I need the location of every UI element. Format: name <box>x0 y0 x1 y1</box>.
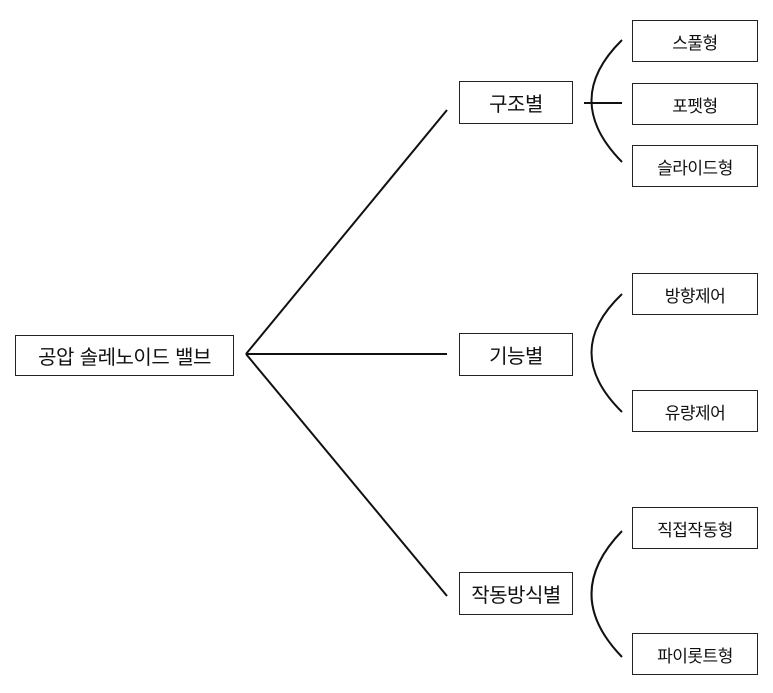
category-node-operation: 작동방식별 <box>459 572 573 615</box>
category-node-structure: 구조별 <box>459 81 573 124</box>
bracket-function <box>590 293 623 413</box>
connector-root-to-operation <box>245 353 448 597</box>
category-label: 기능별 <box>489 344 543 368</box>
leaf-node-slide: 슬라이드형 <box>632 145 758 187</box>
category-label: 작동방식별 <box>471 583 561 607</box>
bracket-structure <box>590 39 623 163</box>
leaf-label: 직접작동형 <box>657 520 733 541</box>
leaf-node-poppet: 포펫형 <box>632 83 758 125</box>
root-node-label: 공압 솔레노이드 밸브 <box>38 345 211 369</box>
leaf-node-flow-control: 유량제어 <box>632 390 758 432</box>
root-node: 공압 솔레노이드 밸브 <box>15 335 234 376</box>
leaf-node-pilot: 파이롯트형 <box>632 633 758 675</box>
bracket-operation <box>590 530 623 658</box>
category-label: 구조별 <box>489 92 543 116</box>
category-node-function: 기능별 <box>459 333 573 376</box>
leaf-label: 방향제어 <box>664 286 726 307</box>
leaf-label: 스풀형 <box>672 33 718 54</box>
leaf-label: 포펫형 <box>672 96 718 117</box>
leaf-label: 슬라이드형 <box>657 158 733 179</box>
leaf-node-spool: 스풀형 <box>632 20 758 62</box>
leaf-node-direct-acting: 직접작동형 <box>632 507 758 549</box>
leaf-node-direction-control: 방향제어 <box>632 273 758 315</box>
leaf-label: 유량제어 <box>664 403 726 424</box>
connector-root-to-structure <box>245 109 448 355</box>
leaf-label: 파이롯트형 <box>657 646 733 667</box>
